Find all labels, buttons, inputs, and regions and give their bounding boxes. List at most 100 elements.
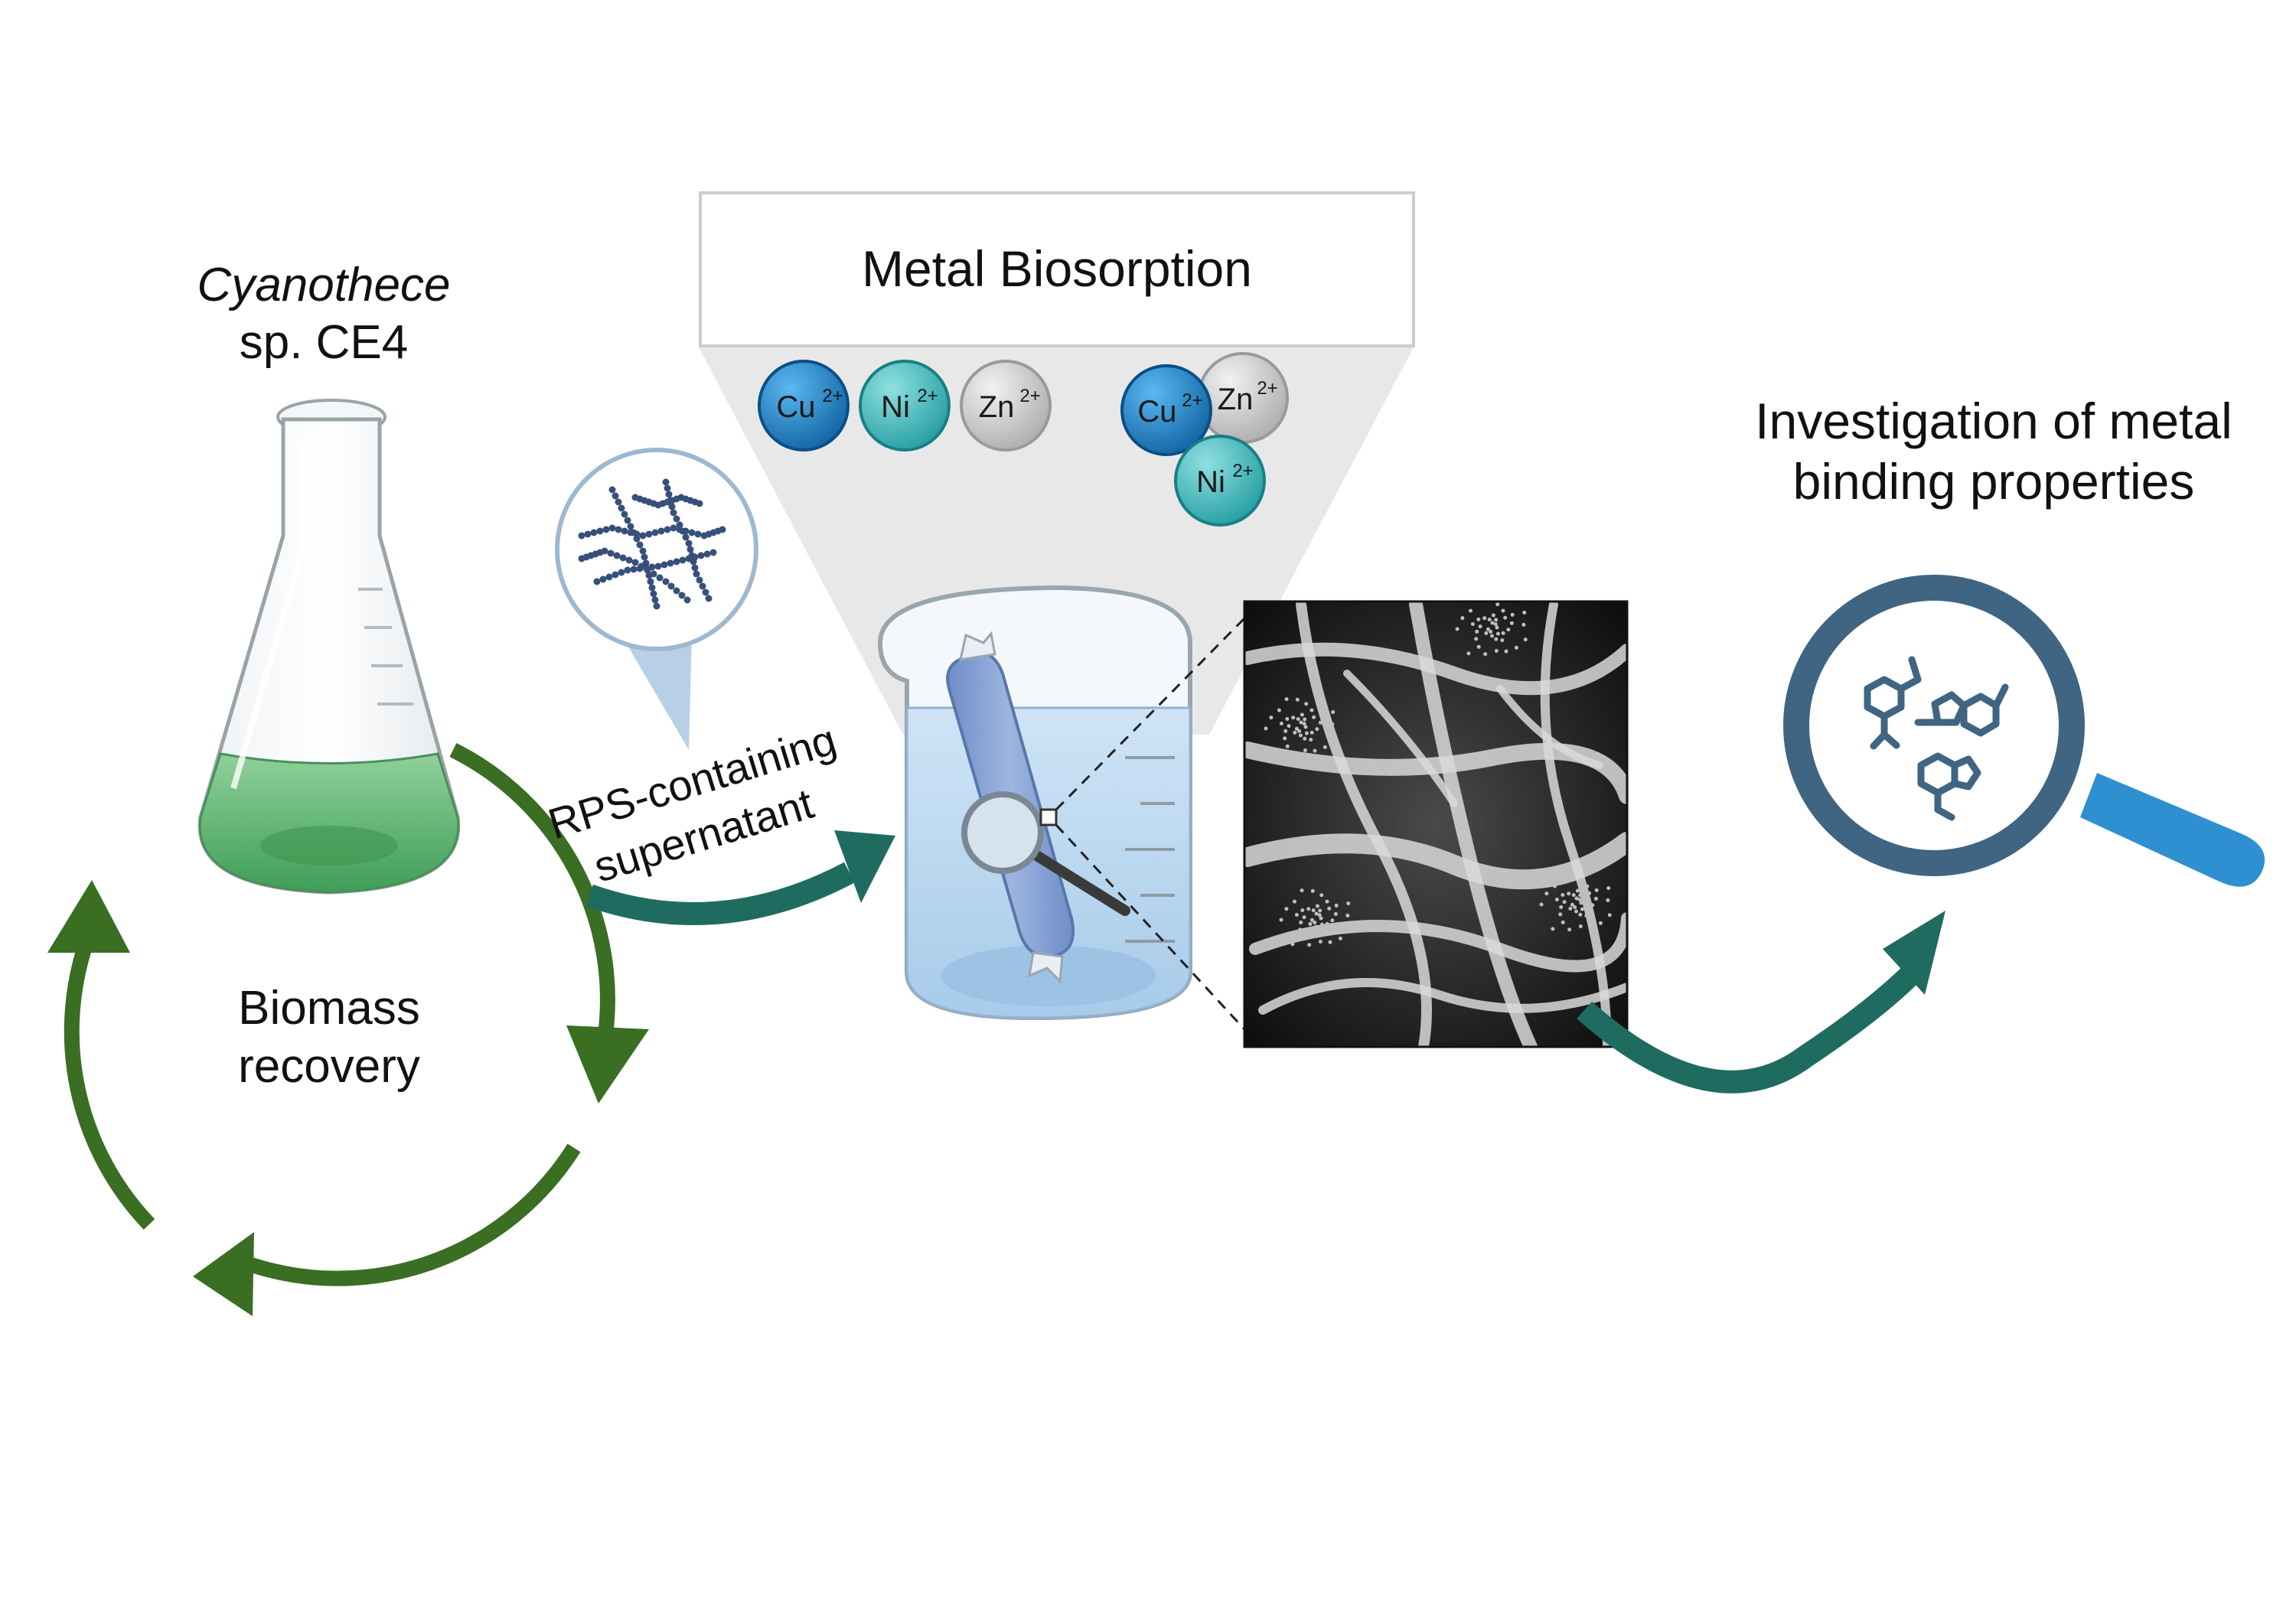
- micrograph-image: [1244, 601, 1627, 1047]
- speckle: [1302, 722, 1306, 726]
- speckle: [1331, 710, 1336, 715]
- speckle: [1314, 911, 1319, 916]
- speckle: [1493, 622, 1498, 627]
- speckle: [1287, 724, 1291, 729]
- speckle: [1328, 940, 1332, 944]
- flow-arrow: [1577, 911, 1945, 1094]
- polymer-bead: [650, 570, 657, 578]
- speckle: [1571, 893, 1576, 898]
- polymer-bead: [651, 596, 659, 604]
- polymer-bead: [608, 486, 616, 494]
- speckle: [1330, 918, 1335, 923]
- biosorption-title: Metal Biosorption: [862, 240, 1252, 297]
- polymer-bead: [607, 549, 615, 557]
- speckle: [1318, 940, 1322, 944]
- speckle: [1285, 717, 1290, 721]
- polymer-bead: [683, 596, 691, 604]
- speckle: [1593, 896, 1598, 901]
- speckle: [1561, 920, 1565, 924]
- speckle: [1299, 920, 1303, 924]
- magnifier-icon: [1783, 575, 2265, 887]
- polymer-bead: [615, 526, 622, 533]
- speckle: [1309, 708, 1314, 712]
- speckle: [1494, 649, 1499, 654]
- polymer-bead: [625, 556, 633, 564]
- speckle: [1297, 729, 1302, 734]
- speckle: [1510, 612, 1515, 617]
- speckle: [1573, 905, 1577, 910]
- speckle: [1279, 918, 1283, 922]
- speckle: [1319, 712, 1323, 716]
- speckle: [1495, 625, 1499, 630]
- speckle: [1495, 602, 1500, 607]
- speckle: [1309, 730, 1314, 735]
- speckle: [1475, 629, 1479, 634]
- speckle: [1279, 721, 1283, 725]
- speckle: [1501, 631, 1505, 635]
- flask-liquid: [198, 752, 460, 894]
- cycle-arrowhead-left: [47, 880, 130, 953]
- polymer-bead: [709, 549, 717, 556]
- speckle: [1587, 891, 1592, 895]
- speckle: [1487, 618, 1492, 622]
- speckle: [1332, 737, 1336, 742]
- speckle: [1482, 616, 1487, 621]
- ion-ni-mixed: Ni 2+: [1174, 435, 1266, 526]
- polymer-bead: [630, 566, 638, 573]
- speckle: [1313, 748, 1317, 753]
- speckle: [1584, 914, 1589, 918]
- polymer-bead: [596, 527, 604, 535]
- polymer-bead: [705, 595, 713, 602]
- speckle: [1298, 927, 1303, 932]
- polymer-bead: [690, 558, 697, 566]
- svg-text:Zn: Zn: [1218, 383, 1254, 416]
- svg-text:2+: 2+: [1257, 378, 1277, 399]
- polymer-bead: [612, 571, 619, 579]
- speckle: [1561, 893, 1565, 897]
- speckle: [1294, 726, 1299, 731]
- fiber-strand: [1258, 978, 1627, 1015]
- speckle: [1303, 736, 1307, 741]
- speckle: [1299, 720, 1303, 725]
- speckle: [1501, 608, 1505, 613]
- polymer-bead: [648, 584, 656, 592]
- polymer-bead: [688, 529, 696, 536]
- speckle: [1476, 644, 1481, 649]
- speckle: [1489, 630, 1493, 634]
- speckle: [1552, 884, 1557, 888]
- speckle: [1318, 908, 1322, 913]
- polymer-bead: [703, 550, 711, 558]
- speckle: [1317, 913, 1322, 918]
- speckle: [1295, 697, 1300, 702]
- svg-text:2+: 2+: [822, 386, 843, 406]
- speckle: [1306, 907, 1311, 911]
- polymer-bead: [656, 574, 664, 582]
- polymer-bead: [644, 566, 651, 574]
- speckle: [1303, 717, 1307, 722]
- speckle: [1490, 634, 1495, 638]
- speckle: [1285, 744, 1290, 748]
- speckle: [1300, 908, 1305, 912]
- speckle: [1575, 888, 1580, 893]
- speckle: [1544, 892, 1549, 896]
- polymer-bead: [645, 530, 653, 538]
- speckle: [1345, 913, 1350, 918]
- svg-text:Cu: Cu: [1137, 395, 1176, 429]
- polymer-bead: [697, 552, 705, 559]
- speckle: [1570, 902, 1574, 907]
- speckle: [1484, 631, 1489, 635]
- speckle: [1476, 618, 1481, 621]
- polymer-bead: [621, 527, 628, 535]
- polymer-bead: [679, 527, 687, 535]
- cycle-arc-right: [449, 743, 615, 1042]
- transfer-arrow: [585, 830, 895, 925]
- svg-text:Cu: Cu: [776, 390, 815, 424]
- speckle: [1291, 715, 1296, 720]
- speckle: [1314, 924, 1319, 929]
- speckle: [1500, 638, 1505, 643]
- speckle: [1509, 621, 1514, 625]
- polymer-bead: [641, 553, 648, 561]
- polymer-bead: [667, 559, 674, 567]
- fiber-strand: [1296, 601, 1432, 1047]
- speckle: [1460, 616, 1465, 621]
